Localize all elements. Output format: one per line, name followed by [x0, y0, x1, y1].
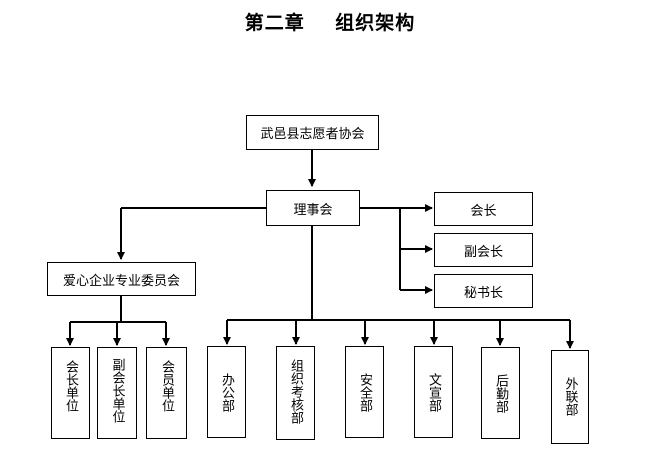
office-label: 办公部	[219, 373, 234, 412]
secretary-general-label: 秘书长	[463, 285, 503, 301]
external-relations-label: 外联部	[562, 377, 578, 416]
member-unit-label: 会员单位	[159, 360, 174, 412]
vice-president-node: 副会长	[434, 233, 533, 267]
council-label: 理事会	[293, 202, 333, 218]
association-label: 武邑县志愿者协会	[260, 127, 365, 142]
president-unit-label: 会长单位	[63, 360, 78, 412]
logistics-label: 后勤部	[493, 374, 508, 413]
council-node: 理事会	[266, 190, 360, 226]
logistics-node: 后勤部	[481, 347, 520, 439]
office-node: 办公部	[207, 346, 246, 438]
organization-assessment-label: 组织考核部	[288, 359, 303, 424]
chapter-title: 第二章 组织架构	[244, 12, 416, 34]
publicity-label: 文宣部	[426, 373, 441, 412]
president-node: 会长	[434, 192, 533, 226]
external-relations-node: 外联部	[551, 350, 589, 444]
president-unit-node: 会长单位	[51, 347, 90, 439]
secretary-general-node: 秘书长	[434, 274, 533, 308]
vice-president-unit-label: 副会长单位	[109, 358, 125, 423]
safety-node: 安全部	[345, 346, 384, 438]
safety-label: 安全部	[357, 373, 372, 412]
vice-president-label: 副会长	[463, 244, 503, 260]
president-label: 会长	[470, 203, 497, 219]
enterprise-committee-node: 爱心企业专业委员会	[47, 262, 196, 296]
organization-assessment-node: 组织考核部	[276, 346, 315, 440]
enterprise-committee-label: 爱心企业专业委员会	[62, 273, 180, 289]
association-node: 武邑县志愿者协会	[246, 115, 379, 150]
publicity-node: 文宣部	[414, 346, 453, 438]
member-unit-node: 会员单位	[146, 347, 187, 439]
vice-president-unit-node: 副会长单位	[97, 347, 137, 439]
